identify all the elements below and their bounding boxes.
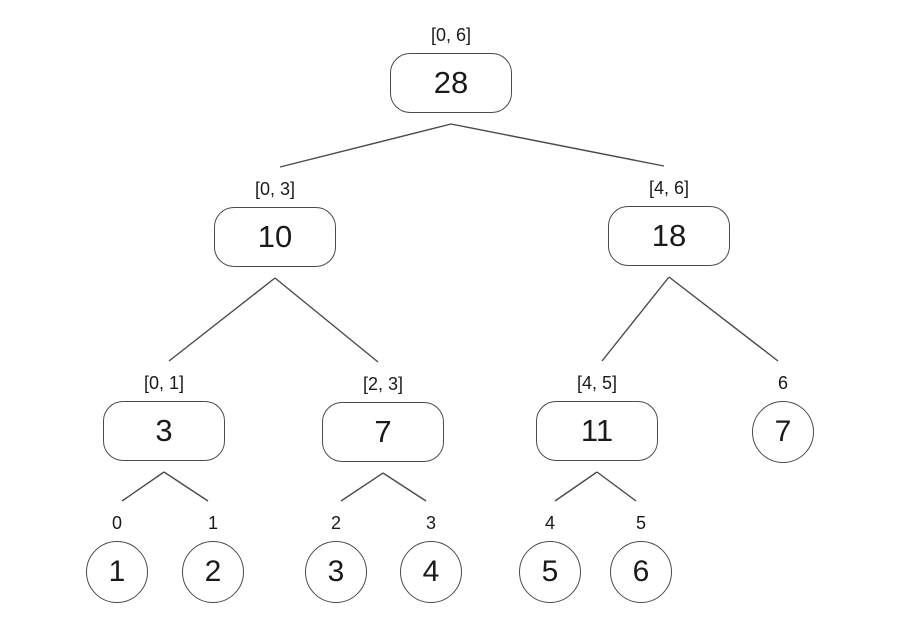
tree-node-n45: 11 xyxy=(536,401,658,461)
tree-node-root: 28 xyxy=(390,53,512,113)
tree-edge-n46-n45 xyxy=(601,276,670,362)
tree-edge-n01-leaf1 xyxy=(163,471,209,502)
node-range-label-leaf1: 1 xyxy=(207,513,219,533)
tree-node-n03: 10 xyxy=(214,207,336,267)
node-range-label-n01: [0, 1] xyxy=(143,373,185,393)
node-value-n45: 11 xyxy=(580,413,614,448)
node-value-leaf4: 5 xyxy=(541,555,559,588)
node-value-leaf0: 1 xyxy=(108,555,126,588)
node-range-label-leaf2: 2 xyxy=(330,513,342,533)
node-value-leaf5: 6 xyxy=(632,555,650,588)
tree-node-n46: 18 xyxy=(608,206,730,266)
tree-node-leaf2: 3 xyxy=(305,541,367,603)
tree-edge-n01-leaf0 xyxy=(121,471,165,502)
node-value-leaf6: 7 xyxy=(774,415,792,448)
node-range-label-n23: [2, 3] xyxy=(362,374,404,394)
tree-node-leaf5: 6 xyxy=(610,541,672,603)
node-value-n03: 10 xyxy=(257,219,293,254)
node-range-label-n45: [4, 5] xyxy=(576,373,618,393)
node-range-label-leaf0: 0 xyxy=(111,513,123,533)
tree-edge-n46-leaf6 xyxy=(668,276,779,362)
node-range-label-leaf5: 5 xyxy=(635,513,647,533)
tree-node-n01: 3 xyxy=(103,401,225,461)
node-range-label-leaf6: 6 xyxy=(777,373,789,393)
node-value-root: 28 xyxy=(433,65,469,100)
node-range-label-n03: [0, 3] xyxy=(254,179,296,199)
tree-node-leaf6: 7 xyxy=(752,401,814,463)
node-value-n01: 3 xyxy=(155,413,173,448)
tree-edge-n45-leaf5 xyxy=(596,471,637,502)
tree-node-leaf0: 1 xyxy=(86,541,148,603)
node-value-n23: 7 xyxy=(374,414,392,449)
node-value-leaf1: 2 xyxy=(204,555,222,588)
tree-edge-n45-leaf4 xyxy=(554,471,598,502)
tree-edge-n03-n01 xyxy=(168,277,276,362)
node-range-label-n46: [4, 6] xyxy=(648,178,690,198)
tree-edge-n23-leaf3 xyxy=(382,472,427,502)
node-value-n46: 18 xyxy=(651,218,687,253)
node-range-label-leaf3: 3 xyxy=(425,513,437,533)
tree-edge-n23-leaf2 xyxy=(340,472,384,502)
tree-edge-root-n46 xyxy=(450,123,665,167)
node-range-label-leaf4: 4 xyxy=(544,513,556,533)
tree-edge-root-n03 xyxy=(279,123,452,168)
node-range-label-root: [0, 6] xyxy=(430,25,472,45)
tree-node-n23: 7 xyxy=(322,402,444,462)
tree-node-leaf4: 5 xyxy=(519,541,581,603)
node-value-leaf2: 3 xyxy=(327,555,345,588)
tree-node-leaf1: 2 xyxy=(182,541,244,603)
tree-node-leaf3: 4 xyxy=(400,541,462,603)
tree-edge-n03-n23 xyxy=(274,277,379,363)
node-value-leaf3: 4 xyxy=(422,555,440,588)
